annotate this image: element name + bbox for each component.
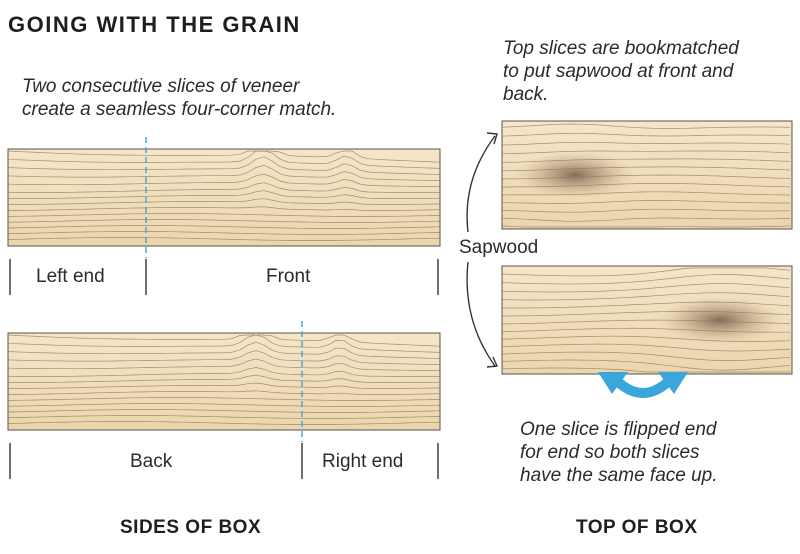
grain-line — [501, 141, 791, 146]
grain-line — [7, 156, 441, 175]
grain-line — [7, 334, 441, 353]
grain-line — [7, 213, 441, 217]
grain-line — [8, 382, 441, 389]
grain-line — [7, 367, 440, 377]
grain-line — [7, 334, 441, 347]
grain-line — [7, 421, 441, 425]
grain-line — [7, 397, 441, 401]
grain-line — [501, 367, 790, 373]
grain-line — [501, 283, 791, 293]
grain-line — [7, 341, 441, 359]
grain-line — [501, 292, 791, 301]
grain-line — [502, 310, 791, 317]
sides-caption: Two consecutive slices of veneer create … — [22, 75, 336, 121]
grain-line — [501, 132, 791, 137]
grain-line — [501, 166, 791, 172]
grain-line — [501, 191, 791, 196]
grain-line — [7, 219, 441, 223]
footer-sides-of-box: SIDES OF BOX — [120, 517, 262, 538]
grain-line — [7, 231, 441, 235]
flip-arrow-icon — [598, 372, 688, 398]
grain-line — [7, 403, 441, 407]
flip-caption-line-1: One slice is flipped end — [520, 419, 717, 440]
grain-line — [7, 190, 441, 199]
grain-line — [501, 123, 791, 129]
flip-caption-line-3: have the same face up. — [520, 465, 718, 486]
sides-caption-line-2: create a seamless four-corner match. — [22, 99, 337, 120]
grain-line — [501, 335, 791, 342]
grain-line — [501, 351, 791, 361]
grain-line — [7, 237, 441, 241]
grain-line — [501, 327, 790, 333]
grain-line — [8, 198, 441, 205]
grain-line — [501, 174, 791, 180]
label-right-end: Right end — [322, 451, 404, 472]
flip-caption-line-2: for end so both slices — [520, 442, 700, 463]
grain-line — [7, 409, 441, 413]
grain-line — [7, 225, 441, 229]
grain-line — [7, 374, 441, 383]
veneer-panel-top-upper — [501, 120, 793, 230]
grain-line — [501, 267, 791, 277]
grain-line — [501, 183, 791, 188]
grain-line — [501, 359, 791, 371]
grain-line — [501, 301, 791, 309]
grain-line — [501, 274, 791, 285]
grain-line — [7, 206, 441, 211]
sides-caption-line-1: Two consecutive slices of veneer — [22, 76, 300, 97]
grain-line — [501, 319, 791, 325]
top-caption: Top slices are bookmatched to put sapwoo… — [503, 37, 739, 106]
grain-line — [501, 208, 791, 213]
grain-line — [501, 150, 791, 155]
grain-line — [501, 217, 791, 222]
grain-line — [501, 225, 791, 228]
veneer-panel-sides-bottom — [7, 321, 441, 442]
grain-line — [501, 343, 791, 352]
grain-line — [7, 358, 440, 371]
grain-line — [7, 164, 441, 181]
top-caption-line-2: to put sapwood at front and — [503, 61, 734, 82]
panel-2-end-ticks — [9, 443, 439, 479]
top-caption-line-3: back. — [503, 84, 549, 105]
grain-line — [501, 200, 790, 204]
grain-line — [7, 350, 441, 365]
label-sapwood: Sapwood — [459, 237, 539, 258]
flip-caption: One slice is flipped end for end so both… — [520, 418, 718, 487]
grain-line — [7, 173, 440, 187]
grain-line — [7, 150, 441, 163]
grain-line — [7, 390, 441, 395]
veneer-panel-top-lower — [501, 265, 793, 375]
grain-line — [7, 415, 441, 419]
diagram-title: GOING WITH THE GRAIN — [8, 12, 301, 37]
label-left-end: Left end — [36, 266, 105, 287]
top-caption-line-1: Top slices are bookmatched — [503, 38, 739, 59]
sapwood-arrows — [466, 132, 499, 368]
label-front: Front — [266, 266, 311, 287]
grain-line — [7, 182, 440, 193]
label-back: Back — [130, 451, 173, 472]
panel-1-end-ticks — [9, 259, 439, 295]
footer-top-of-box: TOP OF BOX — [576, 517, 698, 538]
grain-line — [7, 150, 441, 169]
grain-line — [501, 158, 791, 163]
veneer-panel-sides-top — [7, 137, 441, 258]
